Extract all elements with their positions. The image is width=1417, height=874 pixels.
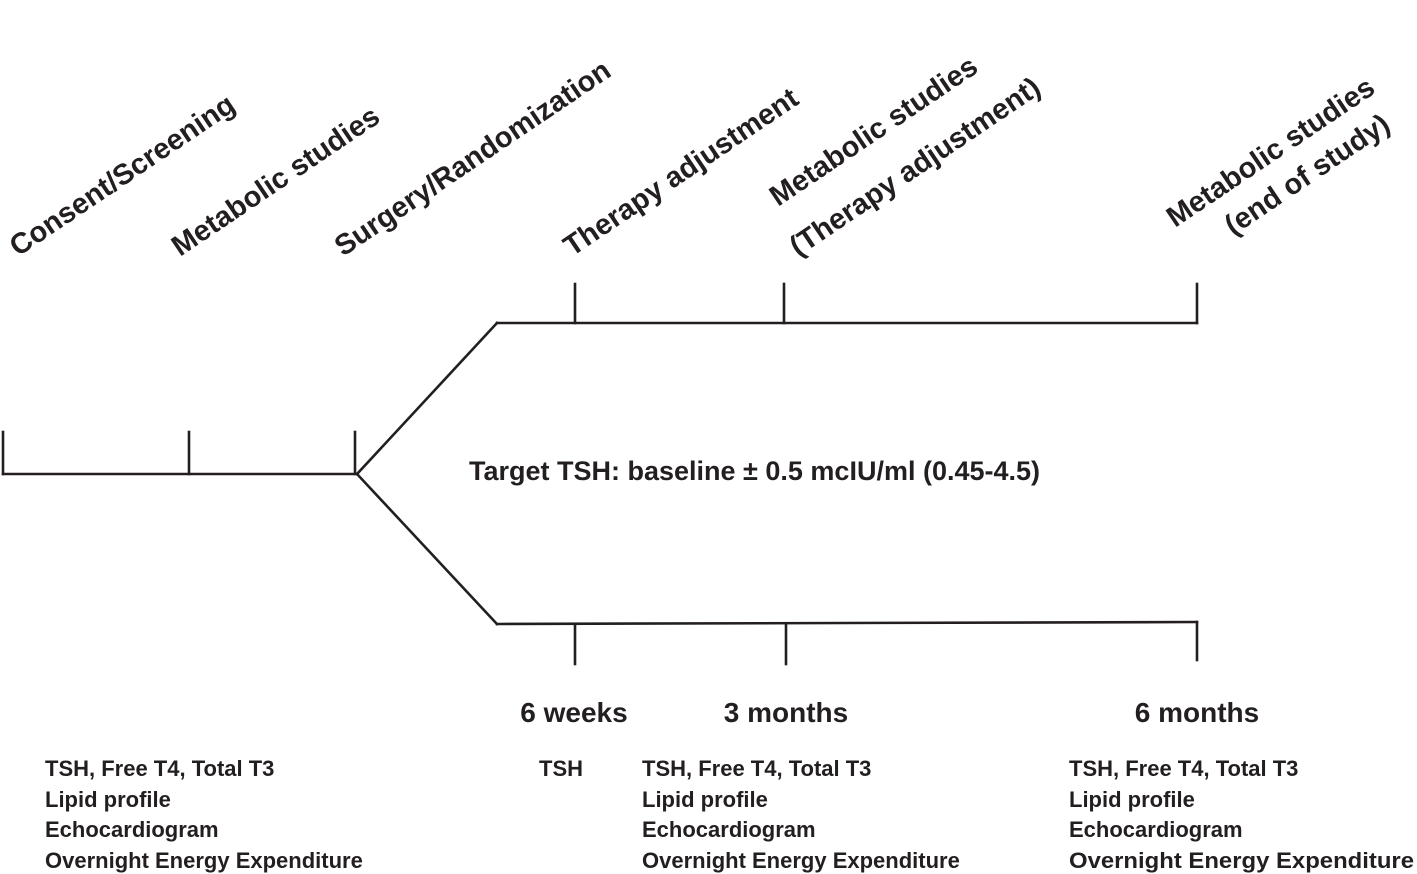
assessment-item: Lipid profile (642, 787, 768, 812)
assessment-item: TSH, Free T4, Total T3 (642, 756, 871, 781)
assessment-item: Overnight Energy Expenditure (45, 848, 363, 873)
lower-arm-diagonal (355, 472, 499, 626)
assessments-6-months: TSH, Free T4, Total T3 Lipid profile Ech… (1069, 756, 1414, 873)
upper-arm-diagonal (355, 321, 499, 476)
timepoint-6-weeks: 6 weeks (520, 697, 627, 728)
assessments-6-weeks: TSH (539, 756, 583, 781)
assessment-item: Lipid profile (45, 787, 171, 812)
target-tsh-note: Target TSH: baseline ± 0.5 mcIU/ml (0.45… (469, 456, 1040, 486)
lower-arm (355, 472, 1199, 666)
assessment-item: Echocardiogram (1069, 817, 1243, 842)
assessment-item: Lipid profile (1069, 787, 1195, 812)
timepoint-labels: 6 weeks 3 months 6 months (520, 697, 1259, 728)
assessment-item: Echocardiogram (45, 817, 219, 842)
assessment-item: TSH, Free T4, Total T3 (1069, 756, 1298, 781)
assessment-item: TSH, Free T4, Total T3 (45, 756, 274, 781)
timepoint-3-months: 3 months (724, 697, 848, 728)
milestone-therapy-adjustment: Therapy adjustment (558, 82, 805, 263)
timepoint-6-months: 6 months (1135, 697, 1259, 728)
upper-arm (355, 282, 1199, 476)
baseline-timeline (1, 430, 359, 476)
milestone-labels: Consent/Screening Metabolic studies Surg… (4, 50, 1396, 263)
assessment-item: Overnight Energy Expenditure (642, 848, 960, 873)
assessment-item: Echocardiogram (642, 817, 816, 842)
assessments-baseline: TSH, Free T4, Total T3 Lipid profile Ech… (45, 756, 363, 873)
assessment-item: Overnight Energy Expenditure (1069, 848, 1414, 873)
lower-arm-axis (495, 620, 1199, 626)
assessments-3-months: TSH, Free T4, Total T3 Lipid profile Ech… (642, 756, 960, 873)
assessment-item: TSH (539, 756, 583, 781)
